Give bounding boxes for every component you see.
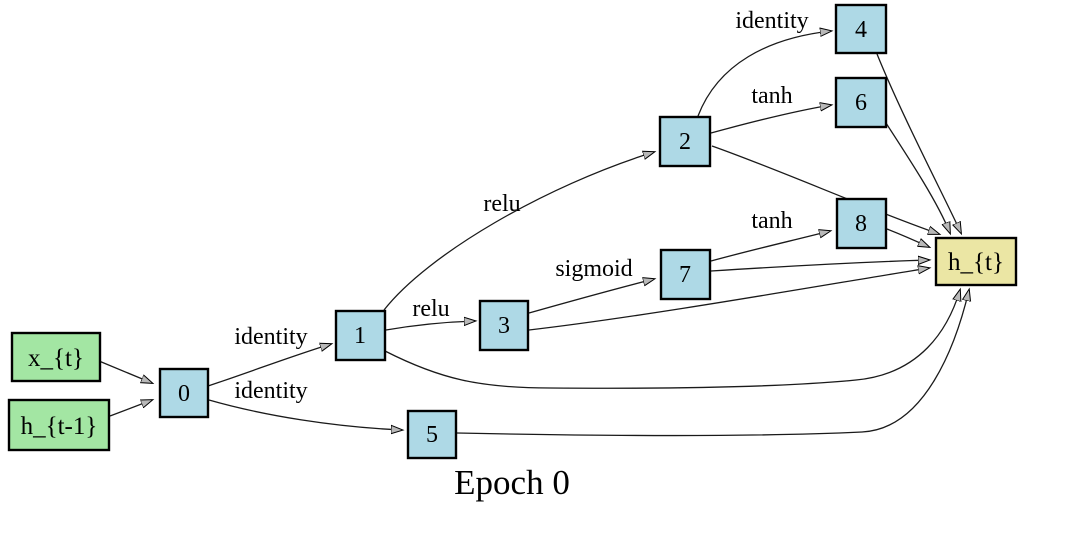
edge-5-ht	[456, 290, 969, 437]
node-7: 7	[659, 248, 712, 301]
edge-label-1-3: relu	[412, 296, 449, 322]
edge-8-ht	[886, 228, 929, 247]
node-6: 6	[834, 76, 888, 129]
node-4: 4	[834, 3, 888, 55]
node-5-box	[406, 409, 458, 460]
node-h-prev-label: h_{t-1}	[21, 413, 98, 440]
edge-label-2-6: tanh	[751, 83, 792, 109]
node-7-box	[659, 248, 712, 301]
edge-label-7-8: tanh	[751, 208, 792, 234]
edge-4-ht	[876, 53, 961, 233]
node-3-label: 3	[498, 313, 510, 339]
edge-7-ht	[710, 260, 929, 272]
node-x-t: x_{t}	[10, 331, 102, 383]
node-1: 1	[334, 309, 387, 362]
edge-label-2-4: identity	[735, 8, 808, 34]
edge-0-5	[208, 399, 402, 430]
edge-2-4	[697, 31, 831, 117]
node-h-t-label: h_{t}	[948, 249, 1004, 276]
edge-1-3	[385, 321, 475, 331]
edge-2-6	[710, 105, 831, 134]
edge-3-ht	[528, 268, 929, 331]
edge-label-0-5: identity	[234, 378, 307, 404]
node-1-label: 1	[354, 323, 366, 349]
node-h-t-box	[934, 236, 1018, 287]
edge-7-8	[710, 231, 830, 262]
edge-label-0-1: identity	[234, 324, 307, 350]
node-8-label: 8	[855, 211, 867, 237]
node-2: 2	[658, 115, 712, 168]
edge-2-ht	[711, 145, 939, 234]
edge-label-1-2: relu	[483, 191, 520, 217]
node-1-box	[334, 309, 387, 362]
node-4-box	[834, 3, 888, 55]
diagram-caption: Epoch 0	[454, 463, 570, 502]
edge-0-1	[207, 344, 331, 387]
node-2-label: 2	[679, 129, 691, 155]
edge-xt-0	[98, 360, 152, 383]
node-5: 5	[406, 409, 458, 460]
edge-1-ht	[384, 290, 960, 389]
edge-label-3-7: sigmoid	[555, 256, 632, 282]
node-2-box	[658, 115, 712, 168]
edge-3-7	[528, 279, 654, 314]
node-7-label: 7	[679, 262, 691, 288]
node-8: 8	[835, 197, 888, 250]
node-x-t-box	[10, 331, 102, 383]
node-4-label: 4	[855, 17, 867, 43]
node-5-label: 5	[426, 422, 438, 448]
node-0-label: 0	[178, 381, 190, 407]
node-x-t-label: x_{t}	[28, 345, 84, 372]
edge-1-2	[383, 152, 654, 311]
node-3-box	[478, 299, 530, 352]
node-h-prev: h_{t-1}	[7, 398, 111, 452]
node-h-prev-box	[7, 398, 111, 452]
node-6-box	[834, 76, 888, 129]
edge-hprev-0	[109, 400, 152, 417]
edge-6-ht	[883, 119, 950, 233]
node-0: 0	[158, 367, 210, 419]
node-h-t: h_{t}	[934, 236, 1018, 287]
node-8-box	[835, 197, 888, 250]
node-3: 3	[478, 299, 530, 352]
node-0-box	[158, 367, 210, 419]
node-6-label: 6	[855, 90, 867, 116]
